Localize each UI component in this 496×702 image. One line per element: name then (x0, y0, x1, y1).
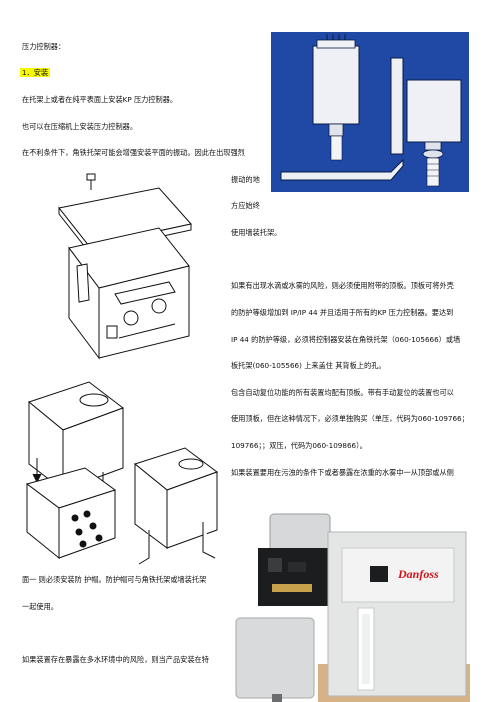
section-heading: 1．安装 (20, 68, 51, 77)
top-plate-drawing (19, 168, 223, 364)
weather-cap-drawing (19, 372, 224, 568)
body-line-13: 109766；；双压，代码为060-109866）。 (231, 441, 367, 450)
body-line-1: 在托架上或者在纯平表面上安装KP 压力控制器。 (22, 95, 178, 104)
body-line-8: 的防护等级增加到 IP/IP 44 并且适用于所有的KP 压力控制器。要达到 (231, 308, 454, 317)
product-photo: Danfoss (232, 504, 470, 702)
body-line-9: IP 44 的防护等级，必须将控制器安装在角铁托架（060-105666）或墙 (231, 335, 461, 344)
body-line-3: 在不利条件下，角铁托架可能会增强安装平面的振动。因此在出现强烈 (22, 148, 245, 157)
body-line-5: 方应始终 (231, 201, 260, 210)
angle-bracket-photo (271, 32, 469, 192)
body-line-16: 一起使用。 (22, 602, 58, 611)
body-line-17: 如果装置存在暴露在多水环境中的风险，则当产品安装在特 (22, 655, 209, 664)
body-line-14: 如果装置要用在污浊的条件下或者暴露在浓重的水雾中一从顶部或从侧 (231, 468, 454, 477)
danfoss-logo: Danfoss (397, 567, 439, 581)
body-line-10: 板托架(060-105566) 上来盖住 其背板上的孔。 (231, 361, 386, 370)
body-line-12: 使用顶板，但在这种情况下，必须单独购买（单压，代码为060-109766； (231, 414, 469, 423)
body-line-15: 面一 则必须安装防 护帽。防护帽可与角铁托架或墙装托架 (22, 575, 207, 584)
body-line-7: 如果有出现水滴或水雾的风险，则必须使用附带的顶板。顶板可将外壳 (231, 281, 454, 290)
body-line-6: 使用墙装托架。 (231, 228, 282, 237)
body-line-11: 包含自动复位功能的所有装置均配有顶板。带有手动复位的装置也可以 (231, 388, 454, 397)
body-line-4: 振动的地 (231, 175, 260, 184)
body-line-2: 也可以在压缩机上安装压力控制器。 (22, 122, 138, 131)
doc-title: 压力控制器： (22, 42, 66, 51)
